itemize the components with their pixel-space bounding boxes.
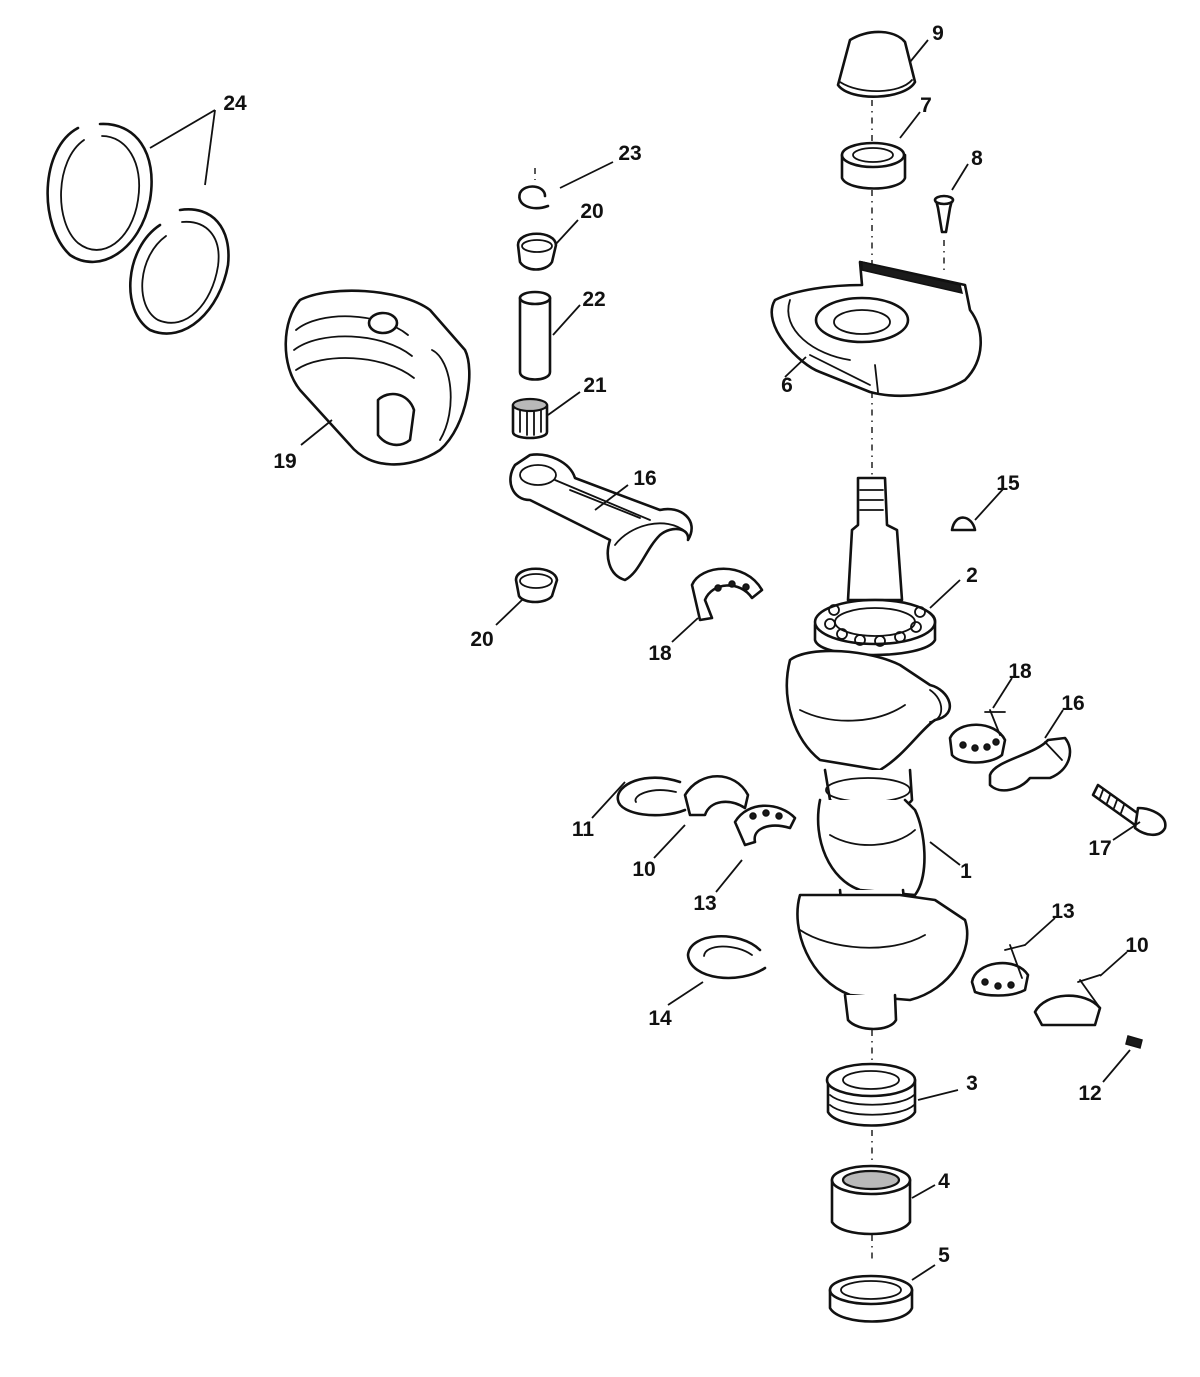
- lower-main-bearing-cage: [970, 944, 1030, 997]
- upper-bearing-race: [683, 774, 750, 817]
- callout-9: 9: [932, 22, 944, 45]
- lower-roller-bearing: [830, 1164, 912, 1236]
- upper-main-bearing-cage: [733, 804, 797, 847]
- upper-end-cap-housing: [770, 260, 982, 398]
- callout-18-right: 18: [1008, 660, 1032, 683]
- crankshaft-top-cap: [836, 30, 917, 98]
- callout-21: 21: [583, 374, 607, 397]
- small-end-needle-bearing: [511, 397, 549, 440]
- crankshaft-main-bearing: [813, 476, 937, 657]
- piston: [284, 289, 471, 466]
- callout-2: 2: [966, 564, 978, 587]
- callout-13-right: 13: [1051, 900, 1074, 923]
- pin-retainer-ring: [518, 185, 550, 210]
- callout-16-cap: 16: [1061, 692, 1084, 715]
- callout-7: 7: [920, 94, 932, 117]
- crankshaft: [785, 649, 969, 1031]
- callout-22: 22: [582, 288, 605, 311]
- callout-11: 11: [572, 818, 595, 841]
- lower-bearing-race: [1033, 974, 1102, 1027]
- callout-19: 19: [273, 450, 296, 473]
- upper-oil-seal: [840, 141, 907, 190]
- callout-20-upper: 20: [580, 200, 603, 223]
- callout-23: 23: [618, 142, 641, 165]
- lower-locating-washer: [514, 567, 559, 604]
- callout-17: 17: [1088, 837, 1111, 860]
- lower-seal-carrier: [825, 1062, 917, 1127]
- callout-8: 8: [971, 147, 983, 170]
- connecting-rod-cap: [988, 736, 1072, 792]
- callout-4: 4: [938, 1170, 950, 1193]
- upper-retaining-ring: [616, 776, 687, 817]
- callout-12: 12: [1078, 1082, 1101, 1105]
- upper-locating-washer: [516, 232, 558, 271]
- callout-14: 14: [648, 1007, 672, 1030]
- connecting-rod-bolt: [1091, 783, 1167, 837]
- callout-6: 6: [781, 374, 793, 397]
- piston-pin: [518, 290, 552, 381]
- callout-16-rod: 16: [633, 467, 656, 490]
- callout-5: 5: [938, 1244, 950, 1267]
- callout-20-lower: 20: [470, 628, 493, 651]
- lower-oil-seal: [828, 1274, 914, 1323]
- callout-1: 1: [960, 860, 972, 883]
- piston-rings: [46, 122, 230, 335]
- callout-10-right: 10: [1125, 934, 1148, 957]
- callout-24: 24: [223, 92, 247, 115]
- callout-leaders: [149, 39, 1141, 1281]
- woodruff-key: [950, 516, 977, 532]
- rod-bearing-cage-left: [690, 567, 764, 622]
- connecting-rod: [509, 453, 693, 582]
- callout-10-left: 10: [632, 858, 655, 881]
- bearing-balls: [824, 604, 926, 647]
- rod-bearing-cage-right: [948, 709, 1007, 764]
- dowel-pin: [1125, 1035, 1143, 1049]
- callout-labels: 1 2 3 4 5 6 7 8 9 10 10 11 12 13 13 14 1…: [223, 22, 1148, 1267]
- callout-15: 15: [996, 472, 1020, 495]
- callout-13-left: 13: [693, 892, 716, 915]
- callout-18-left: 18: [648, 642, 672, 665]
- callout-3: 3: [966, 1072, 978, 1095]
- cover-screw: [933, 194, 955, 234]
- lower-retaining-ring: [686, 934, 767, 980]
